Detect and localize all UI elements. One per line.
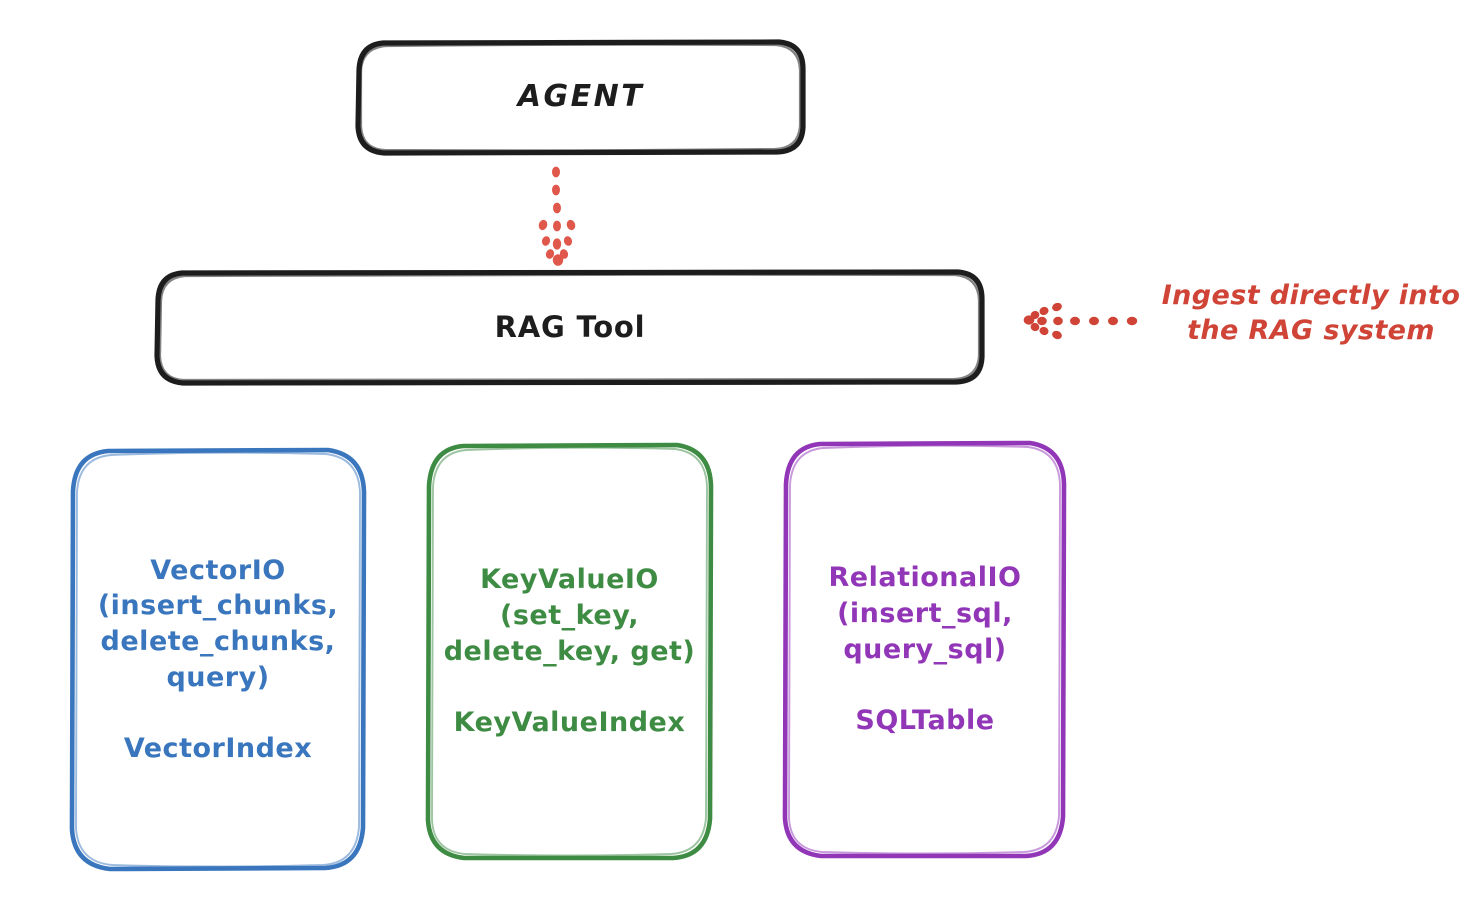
agent-to-ragtool-connector	[538, 166, 576, 266]
agent-node[interactable]: AGENT	[358, 42, 804, 153]
relational-io-node-label: RelationalIO (insert_sql, query_sql) SQL…	[828, 562, 1022, 736]
ingest-annotation-label: Ingest directly into the RAG system	[1161, 280, 1461, 347]
agent-node-label: AGENT	[517, 79, 645, 115]
vector-io-node[interactable]: VectorIO (insert_chunks, delete_chunks, …	[72, 450, 364, 869]
relational-io-node[interactable]: RelationalIO (insert_sql, query_sql) SQL…	[786, 443, 1064, 856]
vector-io-node-label: VectorIO (insert_chunks, delete_chunks, …	[97, 554, 339, 764]
rag-tool-node-label: RAG Tool	[494, 309, 646, 344]
rag-tool-node[interactable]: RAG Tool	[157, 272, 983, 383]
ingest-to-ragtool-connector	[1023, 302, 1138, 340]
key-value-io-node-label: KeyValueIO (set_key, delete_key, get) Ke…	[443, 564, 696, 738]
key-value-io-node[interactable]: KeyValueIO (set_key, delete_key, get) Ke…	[428, 445, 711, 858]
